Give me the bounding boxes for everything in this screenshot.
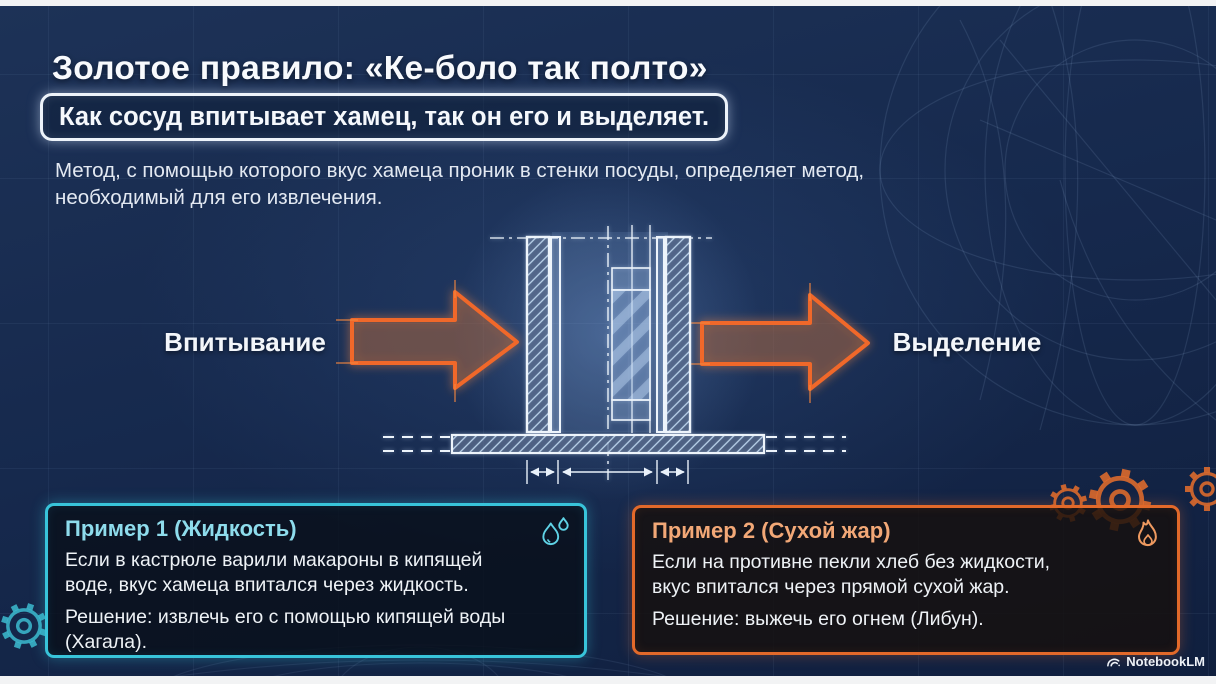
- vessel-walls: [383, 225, 846, 480]
- card-solution: Решение: выжечь его огнем (Либун).: [652, 608, 984, 630]
- absorption-label: Впитывание: [164, 327, 326, 357]
- page-title: Золотое правило: «Ке-боло так полто»: [52, 50, 708, 88]
- bottom-border-strip: [0, 676, 1216, 684]
- emission-arrow: [688, 283, 870, 403]
- description-text: Метод, с помощью которого вкус хамеца пр…: [55, 159, 865, 209]
- water-drops-icon: [542, 517, 569, 545]
- dimension-lines: [526, 460, 689, 484]
- example-card-dry-heat: Пример 2 (Сухой жар) Если на противне пе…: [632, 505, 1180, 655]
- top-border-strip: [0, 0, 1216, 6]
- notebooklm-watermark: NotebookLM: [1106, 654, 1205, 669]
- card-body: Если на противне пекли хлеб без жидкости…: [652, 551, 1051, 598]
- card-title: Пример 2 (Сухой жар): [652, 518, 891, 543]
- notebooklm-logo-icon: [1107, 658, 1121, 667]
- wireframe-sphere: [879, 0, 1216, 431]
- subtitle-text: Как сосуд впитывает хамец, так он его и …: [59, 103, 710, 131]
- card-solution: Решение: извлечь его с помощью кипящей в…: [65, 606, 506, 653]
- emission-label: Выделение: [892, 327, 1042, 357]
- watermark-label: NotebookLM: [1126, 654, 1205, 669]
- absorption-arrow: [336, 280, 519, 402]
- light-band: [552, 232, 668, 432]
- subtitle-box: Как сосуд впитывает хамец, так он его и …: [40, 93, 729, 141]
- card-body: Если в кастрюле варили макароны в кипяще…: [65, 549, 483, 596]
- card-title: Пример 1 (Жидкость): [65, 516, 297, 541]
- vessel-glow: [453, 170, 763, 500]
- flame-icon: [1137, 519, 1157, 547]
- example-card-liquid: Пример 1 (Жидкость) Если в кастрюле вари…: [45, 503, 587, 658]
